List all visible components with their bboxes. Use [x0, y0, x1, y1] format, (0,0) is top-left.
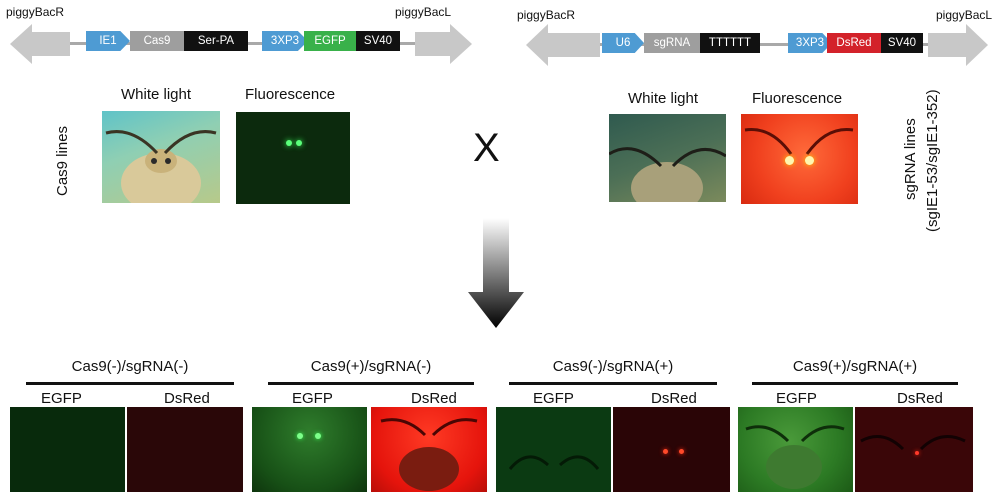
egfp-channel-label: EGFP: [41, 390, 82, 407]
moth-illustration: [508, 455, 600, 470]
red-eye-glow: [663, 449, 668, 454]
group-title: Cas9(+)/sgRNA(-): [310, 358, 432, 375]
red-eye-glow: [679, 449, 684, 454]
egfp-photo: [10, 407, 125, 492]
moth-illustration: [744, 128, 854, 155]
moth-illustration: [745, 425, 845, 489]
green-eye-glow: [297, 433, 303, 439]
cas9-white-light-photo: [102, 111, 220, 203]
red-eye-glow: [915, 451, 919, 455]
egfp-gene: EGFP: [304, 31, 356, 51]
cas9-gene: Cas9: [130, 31, 184, 51]
green-eye-glow: [296, 140, 302, 146]
green-eye-glow: [315, 433, 321, 439]
promoter-3xp3: 3XP3: [262, 31, 308, 51]
dsred-channel-label: DsRed: [897, 390, 943, 407]
piggybac-r-arrow: [526, 24, 600, 66]
promoter-ie1: IE1: [86, 31, 130, 51]
egfp-photo: [738, 407, 853, 492]
piggybac-r-label: piggyBacR: [6, 5, 65, 19]
group-rule: [752, 382, 958, 385]
cas9-fluorescence-photo: [236, 112, 350, 204]
white-light-heading: White light: [628, 90, 699, 107]
right-construct-backbone: [526, 24, 988, 66]
cas9-lines-label: Cas9 lines: [54, 125, 71, 196]
egfp-photo: [496, 407, 611, 492]
sgrna-lines-sublabel: (sgIE1-53/sgIE1-352): [924, 89, 941, 232]
piggybac-l-label: piggyBacL: [395, 5, 452, 19]
group-title: Cas9(-)/sgRNA(-): [71, 358, 189, 375]
group-rule: [268, 382, 474, 385]
dsred-channel-label: DsRed: [164, 390, 210, 407]
egfp-channel-label: EGFP: [292, 390, 333, 407]
dsred-channel-label: DsRed: [651, 390, 697, 407]
promoter-3xp3: 3XP3: [788, 33, 832, 53]
egfp-photo: [252, 407, 367, 492]
moth-illustration: [860, 435, 966, 451]
piggybac-r-arrow: [10, 24, 70, 64]
white-light-heading: White light: [121, 86, 192, 103]
sgrna-fluorescence-photo: [741, 114, 858, 204]
red-eye-glow: [785, 156, 794, 165]
dsred-photo: [613, 407, 730, 492]
fluorescence-heading: Fluorescence: [752, 90, 843, 107]
sgrna-white-light-photo: [609, 114, 726, 202]
fluorescence-heading: Fluorescence: [245, 86, 336, 103]
cross-symbol: X: [473, 126, 500, 170]
group-title: Cas9(+)/sgRNA(+): [792, 358, 918, 375]
piggybac-l-arrow: [928, 24, 988, 66]
dsred-photo: [855, 407, 973, 492]
promoter-u6: U6: [602, 33, 644, 53]
moth-illustration: [380, 418, 478, 491]
egfp-channel-label: EGFP: [776, 390, 817, 407]
piggybac-l-label: piggyBacL: [936, 8, 993, 22]
piggybac-r-label: piggyBacR: [517, 8, 576, 22]
group-rule: [509, 382, 717, 385]
sv40-terminator: SV40: [881, 33, 923, 53]
piggybac-l-arrow: [415, 24, 472, 64]
sgrna-lines-label: sgRNA lines: [902, 118, 919, 200]
moth-illustration: [609, 147, 726, 202]
group-rule: [26, 382, 234, 385]
ser-pa-terminator: Ser-PA: [184, 31, 248, 51]
sv40-terminator: SV40: [356, 31, 400, 51]
group-title: Cas9(-)/sgRNA(+): [552, 358, 674, 375]
moth-illustration: [105, 130, 217, 203]
down-arrow: [468, 218, 524, 328]
sgrna-gene: sgRNA: [644, 33, 700, 53]
backbone-line: [600, 43, 960, 46]
dsred-photo: [371, 407, 487, 492]
green-eye-glow: [286, 140, 292, 146]
dsred-channel-label: DsRed: [411, 390, 457, 407]
red-eye-glow: [805, 156, 814, 165]
ttttttt-terminator: TTTTTT: [700, 33, 760, 53]
dsred-photo: [127, 407, 243, 492]
egfp-channel-label: EGFP: [533, 390, 574, 407]
dsred-gene: DsRed: [827, 33, 881, 53]
